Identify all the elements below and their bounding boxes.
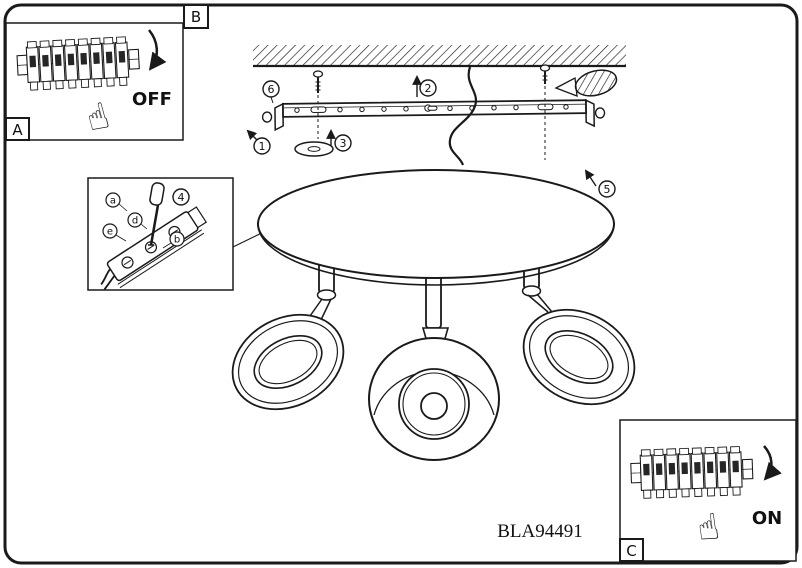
model-number: BLA94491 xyxy=(497,521,583,542)
callout-step3-badge xyxy=(334,134,352,152)
callout-step4-badge xyxy=(172,188,190,206)
screw-left xyxy=(294,70,334,157)
section-b-box xyxy=(183,4,209,29)
washer-cup xyxy=(294,141,334,157)
spotlight-head-middle xyxy=(368,337,500,461)
callout-step1-badge xyxy=(253,137,271,155)
callout-step1: 1 xyxy=(246,129,271,155)
callout-step2-badge xyxy=(419,79,437,97)
terminal-letter-d: d xyxy=(132,216,138,227)
callout-step6: 6 xyxy=(262,80,280,104)
switch-on-arrow-icon xyxy=(763,445,782,481)
spotlight-lens-center xyxy=(420,392,448,420)
callout-step2: 2 xyxy=(412,75,437,97)
ceiling-hatch xyxy=(253,45,626,66)
callout-step3: 3 xyxy=(326,129,352,152)
inset-c-tag xyxy=(619,538,644,562)
wire xyxy=(100,268,111,285)
off-label: OFF xyxy=(132,89,172,110)
callout-step4-number: 4 xyxy=(178,191,185,204)
bracket-right-flange xyxy=(585,98,595,128)
section-b-tag: B xyxy=(183,4,209,29)
terminal-letter-e: e xyxy=(107,227,113,238)
breaker-inset-a: ☝ OFF A xyxy=(5,22,184,141)
callout-step1-arrow-icon xyxy=(246,129,258,141)
callout-step4: 4 xyxy=(172,188,190,206)
callout-step1-number: 1 xyxy=(259,140,266,153)
spotlight-head-left xyxy=(231,313,345,411)
mains-cable xyxy=(448,66,478,166)
switch-off-arrow-icon xyxy=(148,29,167,71)
canopy-rim xyxy=(257,223,615,286)
on-label: ON xyxy=(752,508,782,529)
terminal-label-d: d xyxy=(127,212,148,230)
inset-c-letter: C xyxy=(626,542,636,560)
terminal-label-e: e xyxy=(102,223,127,242)
inset-a-letter: A xyxy=(12,121,23,139)
terminal-letter-b: b xyxy=(174,235,180,246)
screw-magnifier-icon xyxy=(554,69,618,97)
mounting-bracket xyxy=(261,98,606,132)
inset-a-tag xyxy=(5,117,30,141)
callout-step5-number: 5 xyxy=(604,183,611,196)
callout-step6-number: 6 xyxy=(268,83,275,96)
callout-step5-badge xyxy=(598,180,616,198)
callout-step5: 5 xyxy=(584,169,616,198)
wire xyxy=(103,275,116,290)
callout-step2-number: 2 xyxy=(425,82,432,95)
bracket-right-knob xyxy=(594,107,606,119)
terminal-letter-a: a xyxy=(110,196,116,207)
bracket-left-flange xyxy=(274,102,284,132)
screwdriver-icon xyxy=(148,182,165,246)
wiring-detail-inset: a d e b 4 xyxy=(87,177,234,291)
terminal-label-b: b xyxy=(162,231,185,249)
terminal-label-a: a xyxy=(105,192,128,212)
bracket-left-knob xyxy=(261,111,273,123)
breaker-inset-c: ☝ ON C xyxy=(619,419,797,562)
ceiling-section xyxy=(253,45,626,68)
joint-left xyxy=(309,289,337,323)
spotlight-head-right xyxy=(522,308,636,406)
ceiling-canopy xyxy=(257,169,615,286)
callout-step5-arrow-icon xyxy=(584,169,597,187)
section-b-letter: B xyxy=(191,8,201,26)
bracket-holes xyxy=(294,104,569,113)
callout-step3-number: 3 xyxy=(340,137,347,150)
screw-right xyxy=(539,64,551,160)
